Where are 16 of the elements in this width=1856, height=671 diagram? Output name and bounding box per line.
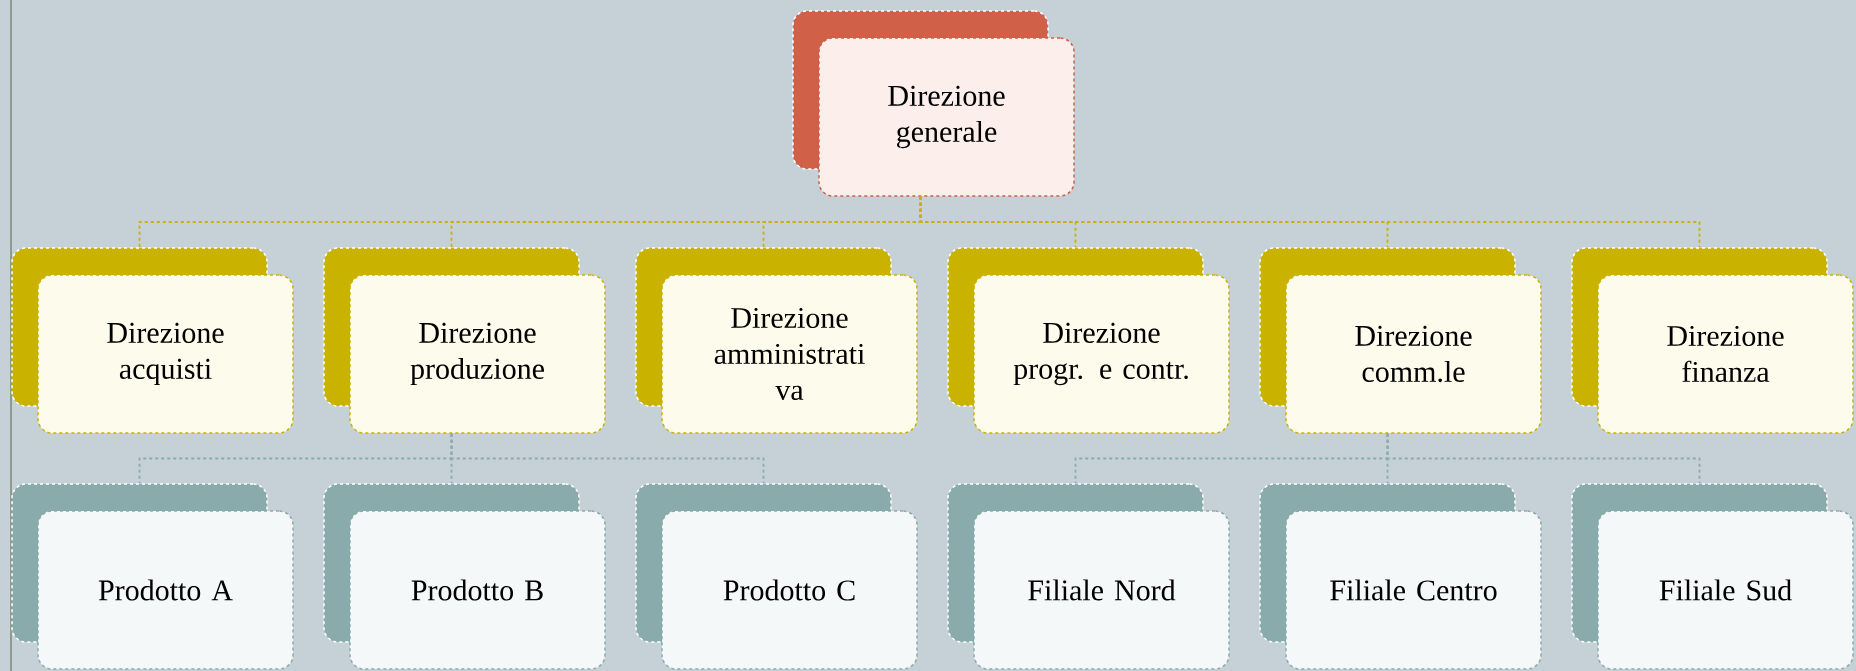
org-box: Filiale Sud: [1571, 483, 1854, 670]
org-box: Prodotto A: [11, 483, 294, 670]
org-box: Direzione comm.le: [1259, 247, 1542, 434]
org-box: Direzione produzione: [323, 247, 606, 434]
connector-line: [919, 195, 1701, 249]
org-box: Direzione progr. e contr.: [947, 247, 1230, 434]
org-box: Direzione finanza: [1571, 247, 1854, 434]
org-box: Filiale Nord: [947, 483, 1230, 670]
org-box: Direzione generale: [792, 10, 1075, 197]
org-box: Prodotto B: [323, 483, 606, 670]
org-box: Filiale Centro: [1259, 483, 1542, 670]
org-box: Direzione amministrati va: [635, 247, 918, 434]
connector-line: [1386, 432, 1701, 485]
org-box: Direzione acquisti: [11, 247, 294, 434]
connector-line: [450, 432, 765, 485]
org-box: Prodotto C: [635, 483, 918, 670]
